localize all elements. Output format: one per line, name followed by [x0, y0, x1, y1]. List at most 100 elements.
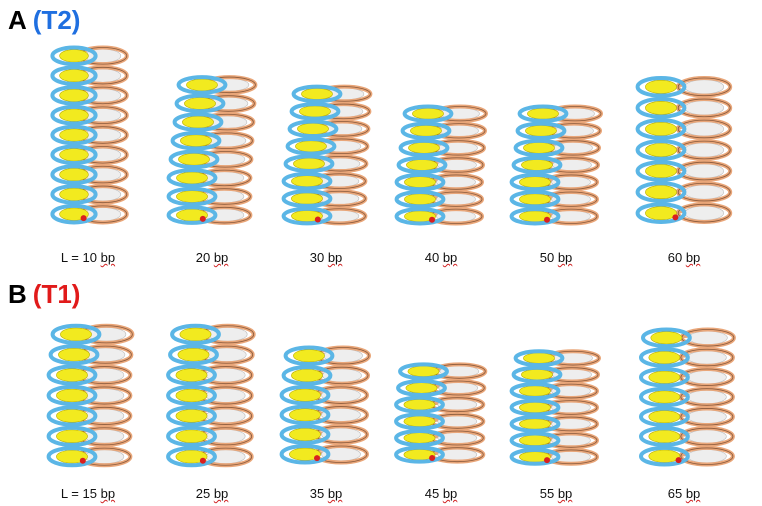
- yellow-bead: [403, 433, 434, 444]
- red-terminal-dot: [429, 217, 435, 223]
- yellow-bead: [297, 123, 328, 134]
- yellow-bead: [176, 191, 207, 203]
- caption-unit: bp: [214, 486, 228, 501]
- yellow-bead: [56, 430, 87, 443]
- caption-a-3: 30 bp: [310, 250, 343, 266]
- yellow-bead: [645, 143, 676, 156]
- yellow-bead: [289, 389, 320, 401]
- yellow-bead: [56, 389, 87, 402]
- caption-a-4: 40 bp: [425, 250, 458, 266]
- structure-a-3: [280, 80, 370, 230]
- yellow-bead: [645, 80, 676, 93]
- yellow-bead: [178, 153, 209, 165]
- yellow-bead: [649, 430, 680, 442]
- yellow-bead: [408, 143, 439, 154]
- yellow-bead: [645, 164, 676, 177]
- yellow-bead: [521, 369, 552, 379]
- yellow-bead: [645, 207, 676, 220]
- yellow-bead: [56, 409, 87, 422]
- structure-a-2: [165, 70, 255, 230]
- yellow-bead: [301, 88, 332, 99]
- red-terminal-dot: [81, 215, 87, 221]
- caption-number: 55: [540, 486, 554, 501]
- caption-unit: bp: [558, 486, 572, 501]
- yellow-bead: [523, 143, 554, 154]
- white-bead: [687, 351, 726, 364]
- yellow-bead: [291, 369, 322, 381]
- caption-number: 35: [310, 486, 324, 501]
- white-bead: [685, 185, 724, 199]
- red-terminal-dot: [429, 455, 435, 461]
- white-bead: [687, 390, 726, 403]
- caption-unit: bp: [443, 250, 457, 265]
- yellow-bead: [289, 409, 320, 421]
- yellow-bead: [60, 188, 89, 200]
- yellow-bead: [60, 328, 91, 341]
- structure-a-6: [625, 70, 745, 230]
- yellow-bead: [60, 129, 89, 141]
- caption-unit: bp: [443, 486, 457, 501]
- caption-b-2: 25 bp: [196, 486, 229, 502]
- structure-b-4: [388, 358, 493, 468]
- yellow-bead: [645, 122, 676, 135]
- panel-b-tag: (T1): [33, 279, 81, 309]
- caption-unit: bp: [686, 250, 700, 265]
- caption-unit: bp: [328, 250, 342, 265]
- yellow-bead: [519, 194, 550, 205]
- structure-a-4: [390, 100, 490, 230]
- yellow-bead: [177, 348, 208, 361]
- yellow-bead: [519, 177, 550, 188]
- yellow-bead: [293, 350, 324, 362]
- yellow-bead: [519, 386, 550, 396]
- yellow-bead: [182, 116, 213, 128]
- yellow-bead: [180, 135, 211, 147]
- structure-b-6: [629, 322, 747, 472]
- yellow-bead: [60, 89, 89, 101]
- yellow-bead: [649, 371, 680, 383]
- yellow-bead: [519, 402, 550, 412]
- panel-a-tag: (T2): [33, 5, 81, 35]
- yellow-bead: [289, 428, 320, 440]
- yellow-bead: [60, 168, 89, 180]
- caption-b-3: 35 bp: [310, 486, 343, 502]
- yellow-bead: [404, 177, 435, 188]
- white-bead: [685, 122, 724, 136]
- caption-number: 20: [196, 250, 210, 265]
- yellow-bead: [527, 108, 558, 119]
- yellow-bead: [56, 369, 87, 382]
- white-bead: [685, 206, 724, 220]
- caption-a-1: L = 10 bp: [61, 250, 115, 266]
- yellow-bead: [293, 158, 324, 169]
- yellow-bead: [60, 149, 89, 161]
- caption-unit: bp: [328, 486, 342, 501]
- caption-b-6: 65 bp: [668, 486, 701, 502]
- caption-unit: bp: [214, 250, 228, 265]
- structure-a-5: [505, 100, 605, 230]
- red-terminal-dot: [672, 214, 678, 220]
- white-bead: [687, 371, 726, 384]
- yellow-bead: [60, 69, 89, 81]
- red-terminal-dot: [200, 216, 206, 222]
- caption-unit: bp: [558, 250, 572, 265]
- caption-unit: bp: [101, 250, 115, 265]
- yellow-bead: [519, 435, 550, 445]
- yellow-bead: [645, 185, 676, 198]
- caption-number: 65: [668, 486, 682, 501]
- white-bead: [685, 80, 724, 94]
- red-terminal-dot: [199, 458, 205, 464]
- yellow-bead: [649, 351, 680, 363]
- structure-a-1: [50, 40, 130, 230]
- white-bead: [685, 164, 724, 178]
- red-terminal-dot: [544, 457, 550, 463]
- yellow-bead: [299, 106, 330, 117]
- caption-number: 30: [310, 250, 324, 265]
- yellow-bead: [649, 391, 680, 403]
- caption-a-5: 50 bp: [540, 250, 573, 266]
- yellow-bead: [175, 430, 206, 443]
- red-terminal-dot: [676, 457, 682, 463]
- yellow-bead: [186, 79, 217, 91]
- panel-a-letter: A: [8, 5, 27, 35]
- yellow-bead: [291, 193, 322, 204]
- yellow-bead: [523, 353, 554, 363]
